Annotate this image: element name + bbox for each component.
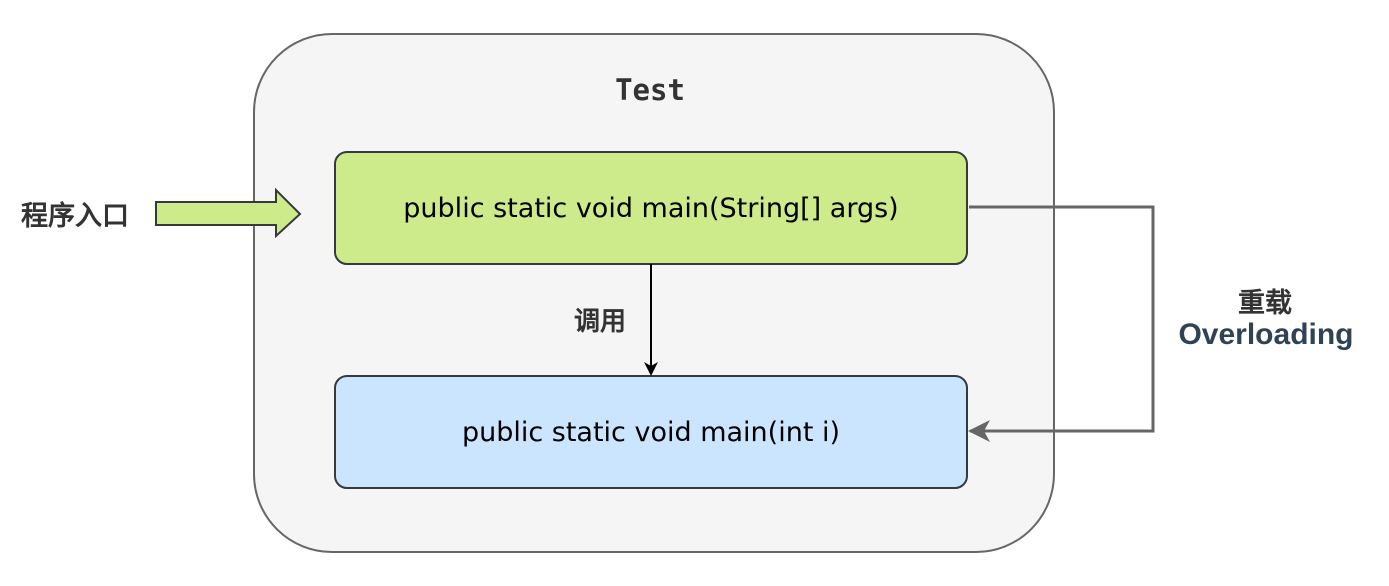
entry-label: 程序入口 bbox=[21, 200, 129, 232]
overload-method-label: public static void main(int i) bbox=[461, 416, 841, 448]
class-name-label: Test bbox=[615, 73, 685, 107]
overload-label-en: Overloading bbox=[1178, 318, 1354, 351]
overload-connector bbox=[968, 205, 1155, 442]
entry-arrow bbox=[155, 187, 302, 239]
main-method-label: public static void main(String[] args) bbox=[403, 192, 899, 224]
overload-method-box bbox=[334, 375, 968, 489]
overload-label-cn: 重载 bbox=[1238, 287, 1292, 319]
call-label: 调用 bbox=[573, 306, 626, 337]
